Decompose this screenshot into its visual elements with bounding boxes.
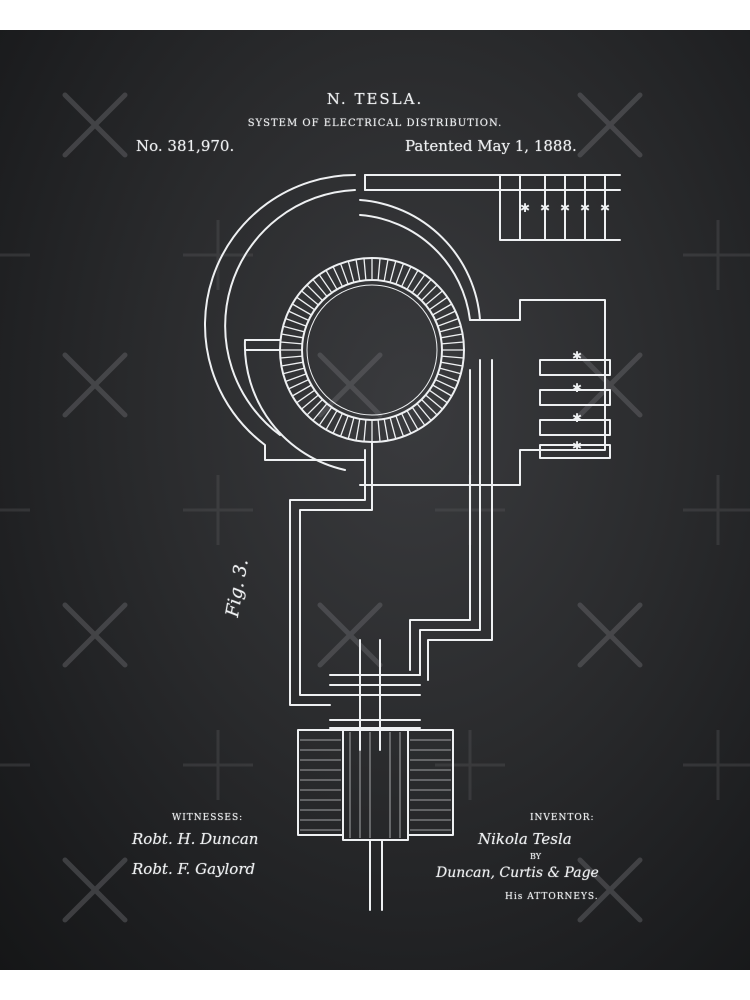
armature-tooth: [339, 415, 349, 437]
armature-tooth: [441, 355, 464, 359]
witness-signature-1: Robt. H. Duncan: [132, 830, 259, 848]
armature-tooth: [383, 418, 389, 441]
armature-tooth: [288, 310, 309, 321]
armature-tooth: [282, 367, 305, 375]
armature-tooth: [441, 341, 464, 345]
armature-tooth: [437, 317, 459, 327]
armature-tooth: [306, 284, 323, 301]
armature-tooth: [355, 259, 361, 282]
patent-number: No. 381,970.: [136, 137, 235, 155]
armature-tooth: [389, 260, 397, 283]
armature-tooth: [416, 279, 432, 297]
armature-tooth: [439, 325, 462, 333]
armature-tooth: [296, 389, 316, 404]
armature-tooth: [282, 325, 305, 333]
armature-tooth: [432, 303, 453, 316]
armature-tooth: [440, 361, 463, 367]
svg-text:✱: ✱: [572, 349, 582, 363]
armature-tooth: [421, 399, 438, 416]
armature-tooth: [285, 373, 307, 383]
attorneys-label: His ATTORNEYS.: [505, 892, 599, 902]
outer-field-housing: [204, 174, 366, 461]
armature-tooth: [401, 413, 412, 434]
patent-date: Patented May 1, 1888.: [405, 137, 577, 155]
armature-tooth: [318, 274, 333, 294]
armature-tooth: [312, 279, 328, 297]
armature-tooth: [439, 367, 462, 375]
armature-tooth: [432, 384, 453, 397]
armature-tooth: [435, 310, 456, 321]
armature-tooth: [301, 394, 319, 410]
svg-text:✱: ✱: [572, 381, 582, 395]
armature-ring-inner: [301, 279, 443, 421]
motor-stator-left: [297, 729, 344, 836]
svg-text:✱: ✱: [540, 201, 550, 215]
patent-inventor-name: N. TESLA.: [326, 90, 424, 108]
armature-tooth: [280, 355, 303, 359]
armature-tooth: [296, 296, 316, 311]
armature-tooth: [281, 333, 304, 339]
armature-tooth: [291, 303, 312, 316]
armature-tooth: [383, 259, 389, 282]
witness-signature-2: Robt. F. Gaylord: [132, 860, 256, 878]
by-label: BY: [530, 852, 542, 861]
armature-tooth: [332, 266, 343, 287]
witnesses-heading: WITNESSES:: [172, 813, 244, 823]
armature-tooth: [428, 389, 448, 404]
attorneys-signature: Duncan, Curtis & Page: [436, 865, 599, 881]
armature-tooth: [389, 417, 397, 440]
armature-tooth: [440, 333, 463, 339]
armature-tooth: [425, 290, 443, 306]
armature-tooth: [347, 417, 355, 440]
armature-tooth: [363, 419, 367, 442]
armature-tooth: [395, 263, 405, 285]
armature-tooth: [416, 403, 432, 421]
armature-tooth: [325, 269, 338, 290]
svg-text:✱: ✱: [580, 201, 590, 215]
patent-diagram: ✱ ✱ ✱ ✱ ✱ ✱ ✱ ✱ ✱: [204, 174, 621, 911]
armature-tooth: [301, 290, 319, 306]
svg-text:✱: ✱: [572, 439, 582, 453]
armature-tooth: [281, 361, 304, 367]
svg-text:✱: ✱: [572, 411, 582, 425]
inventor-signature: Nikola Tesla: [478, 830, 572, 848]
armature-tooth: [280, 341, 303, 345]
armature-tooth: [288, 379, 309, 390]
armature-tooth: [428, 296, 448, 311]
armature-tooth: [306, 399, 323, 416]
armature-tooth: [411, 406, 426, 426]
watermark-pattern: [0, 92, 750, 923]
armature-tooth: [435, 379, 456, 390]
armature-tooth: [377, 258, 381, 281]
armature-tooth: [325, 410, 338, 431]
motor-rotor: [342, 729, 409, 841]
armature-tooth: [411, 274, 426, 294]
armature-tooth: [285, 317, 307, 327]
patent-title: SYSTEM OF ELECTRICAL DISTRIBUTION.: [247, 118, 503, 129]
armature-tooth: [401, 266, 412, 287]
svg-text:✱: ✱: [600, 201, 610, 215]
chalkboard-background: N. TESLA. SYSTEM OF ELECTRICAL DISTRIBUT…: [0, 30, 750, 970]
armature-tooth: [312, 403, 328, 421]
armature-tooth: [377, 419, 381, 442]
inventor-heading: INVENTOR:: [530, 813, 595, 823]
armature-tooth: [425, 394, 443, 410]
motor-stator-right: [407, 729, 454, 836]
svg-text:✱: ✱: [520, 201, 530, 215]
armature-tooth: [363, 258, 367, 281]
armature-tooth: [406, 410, 419, 431]
armature-tooth: [291, 384, 312, 397]
svg-text:✱: ✱: [560, 201, 570, 215]
armature-tooth: [406, 269, 419, 290]
armature-tooth: [437, 373, 459, 383]
armature-tooth: [332, 413, 343, 434]
armature-tooth: [355, 418, 361, 441]
armature-tooth: [318, 406, 333, 426]
armature-tooth: [395, 415, 405, 437]
armature-tooth: [421, 284, 438, 301]
armature-tooth: [339, 263, 349, 285]
armature-tooth: [347, 260, 355, 283]
